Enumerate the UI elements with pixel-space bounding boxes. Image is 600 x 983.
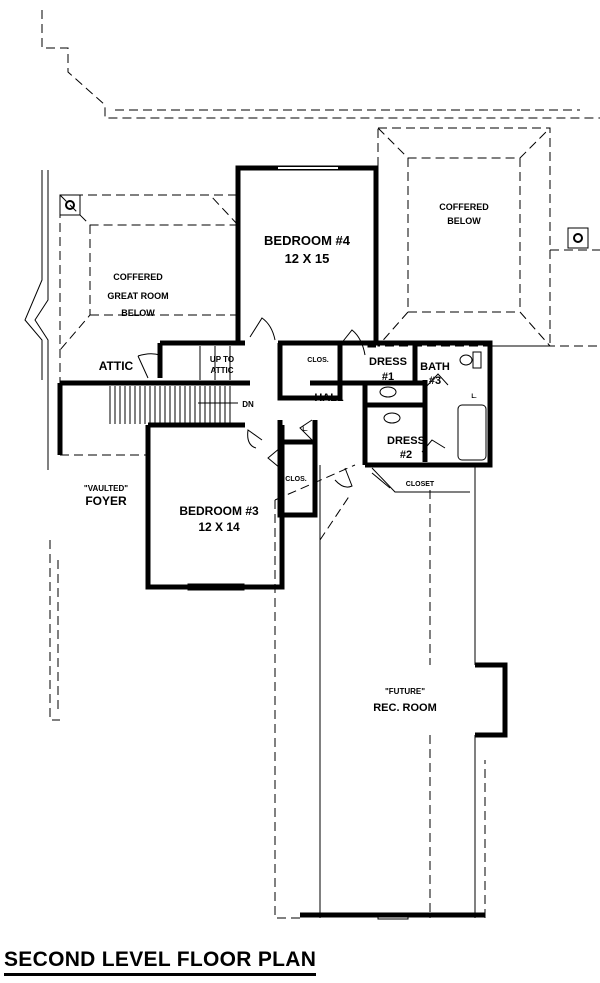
thin-walls xyxy=(187,167,487,920)
dress1-l2: #1 xyxy=(382,371,394,383)
dn-label: DN xyxy=(242,400,254,409)
stairs xyxy=(109,346,238,424)
bedroom3-name: BEDROOM #3 xyxy=(179,504,259,518)
dress1-l1: DRESS xyxy=(369,356,407,368)
clos-mid: CLOS. xyxy=(285,476,306,483)
coffered-left-l3: BELOW xyxy=(121,308,155,318)
coffered-right-l2: BELOW xyxy=(447,216,481,226)
rec-l2: REC. ROOM xyxy=(373,702,437,714)
bath3-l1: BATH xyxy=(420,361,450,373)
linen-bath: L. xyxy=(471,394,477,400)
dress2-l1: DRESS xyxy=(387,435,425,447)
clos-top: CLOS. xyxy=(307,357,328,364)
exterior-edge xyxy=(24,170,589,470)
coffered-left-l1: COFFERED xyxy=(113,272,163,282)
bedroom4-size: 12 X 15 xyxy=(285,251,330,266)
linen-hall: L. xyxy=(302,427,308,433)
attic-label: ATTIC xyxy=(99,359,134,373)
rec-l1: "FUTURE" xyxy=(385,687,425,696)
dress2-l2: #2 xyxy=(400,449,412,461)
foyer-l1: "VAULTED" xyxy=(84,484,128,493)
dashed-outlines xyxy=(41,10,600,919)
up-to-attic-l1: UP TO xyxy=(210,355,234,364)
foyer-l2: FOYER xyxy=(85,494,127,508)
coffered-left-l2: GREAT ROOM xyxy=(107,291,168,301)
hall-label: HALL xyxy=(314,392,344,404)
door-swings xyxy=(137,317,449,488)
column-icons xyxy=(65,200,583,243)
bedroom4-name: BEDROOM #4 xyxy=(264,233,351,248)
closet-label: CLOSET xyxy=(406,481,435,488)
coffered-right-l1: COFFERED xyxy=(439,202,489,212)
bath3-l2: #3 xyxy=(429,375,441,387)
up-to-attic-l2: ATTIC xyxy=(211,366,234,375)
plan-title: SECOND LEVEL FLOOR PLAN xyxy=(4,948,317,976)
bedroom3-size: 12 X 14 xyxy=(198,520,240,534)
